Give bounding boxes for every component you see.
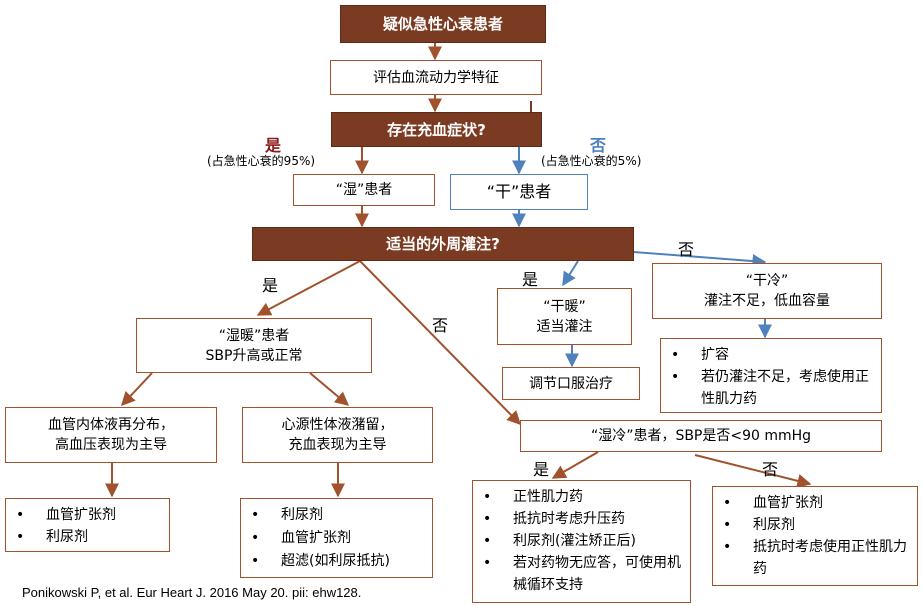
dry-warm-line2: 适当灌注: [536, 318, 593, 335]
wet-cold-text: “湿冷”患者，SBP是否<90 mmHg: [590, 428, 812, 444]
arrow-warm-wet-to-vascular: [121, 372, 153, 407]
warm-wet-line1: “湿暖”患者: [218, 327, 290, 344]
wet-cold-no-label: 否: [762, 460, 779, 479]
adjust-oral-text: 调节口服治疗: [529, 375, 613, 392]
dry-patient-box: “干”患者: [450, 174, 588, 210]
cardiac-retention-box: 心源性体液潴留， 充血表现为主导: [242, 407, 433, 463]
dry-cold-box: “干冷” 灌注不足，低血容量: [652, 263, 882, 319]
arrow-wet-cold-to-low-tx: [551, 451, 599, 479]
congestion-yes-label: 是: [265, 136, 282, 155]
assess-hemodynamics-text: 评估血流动力学特征: [373, 69, 499, 86]
perfusion-no-middle-label: 否: [432, 316, 449, 335]
arrow-perfusion-to-dry-cold: [633, 251, 767, 269]
dry-warm-line1: “干暖”: [543, 298, 586, 315]
suspected-ahf-box: 疑似急性心衰患者: [340, 5, 546, 43]
congestion-no-label: 否: [590, 136, 607, 155]
wet-cold-high-treatment-list: 血管扩张剂 利尿剂 抵抗时考虑使用正性肌力药: [712, 486, 918, 586]
dry-patient-text: “干”患者: [486, 182, 552, 201]
wet-cold-low-treatment-list: 正性肌力药 抵抗时考虑升压药 利尿剂(灌注矫正后) 若对药物无应答，可使用机械循…: [472, 480, 691, 603]
suspected-ahf-text: 疑似急性心衰患者: [382, 15, 503, 33]
list-item: 正性肌力药: [483, 486, 684, 508]
wet-cold-yes-label: 是: [533, 460, 550, 479]
list-item: 超滤(如利尿抵抗): [251, 550, 426, 573]
assess-hemodynamics-box: 评估血流动力学特征: [330, 60, 542, 95]
warm-wet-box: “湿暖”患者 SBP升高或正常: [136, 318, 372, 373]
list-item: 利尿剂: [16, 526, 163, 548]
arrow-perfusion-to-dry-warm: [562, 260, 579, 287]
dry-warm-box: “干暖” 适当灌注: [497, 288, 632, 345]
congestion-yes-percent: (占急性心衰的95%): [207, 154, 316, 168]
list-item: 抵抗时考虑升压药: [483, 508, 684, 530]
list-item: 利尿剂(灌注矫正后): [483, 530, 684, 552]
vascular-redistribution-box: 血管内体液再分布， 高血压表现为主导: [5, 407, 217, 463]
perfusion-question-box: 适当的外周灌注?: [252, 227, 634, 261]
list-item: 利尿剂: [723, 514, 911, 536]
perfusion-question-text: 适当的外周灌注?: [386, 235, 500, 253]
list-item: 利尿剂: [251, 504, 426, 527]
list-item: 抵抗时考虑使用正性肌力药: [723, 536, 911, 580]
reference-citation: Ponikowski P, et al. Eur Heart J. 2016 M…: [22, 585, 362, 600]
vascular-treatment-list: 血管扩张剂 利尿剂: [5, 498, 170, 552]
arrow-perfusion-to-wet-cold: [359, 260, 521, 425]
congestion-no-percent: (占急性心衰的5%): [541, 154, 642, 168]
perfusion-no-right-label: 否: [678, 240, 695, 259]
dry-cold-treatment-list: 扩容 若仍灌注不足，考虑使用正性肌力药: [660, 338, 882, 413]
wet-patient-box: “湿”患者: [293, 174, 435, 206]
arrow-wet-cold-to-high-tx: [694, 454, 812, 488]
list-item: 血管扩张剂: [251, 527, 426, 550]
arrow-warm-wet-to-cardiac: [309, 372, 350, 406]
list-item: 血管扩张剂: [723, 492, 911, 514]
list-item: 若仍灌注不足，考虑使用正性肌力药: [671, 366, 875, 410]
dry-cold-line2: 灌注不足，低血容量: [704, 293, 830, 309]
perfusion-yes-left-label: 是: [262, 276, 279, 295]
cardiac-line1: 心源性体液潴留，: [281, 417, 394, 433]
cardiac-line2: 充血表现为主导: [288, 437, 387, 453]
cardiac-treatment-list: 利尿剂 血管扩张剂 超滤(如利尿抵抗): [240, 498, 433, 578]
warm-wet-line2: SBP升高或正常: [205, 347, 303, 364]
dry-cold-line1: “干冷”: [745, 273, 789, 289]
congestion-question-text: 存在充血症状?: [387, 120, 486, 139]
list-item: 若对药物无应答，可使用机械循环支持: [483, 552, 684, 596]
perfusion-yes-right-label: 是: [522, 270, 539, 289]
arrow-perfusion-to-warm-wet: [256, 260, 361, 316]
wet-cold-box: “湿冷”患者，SBP是否<90 mmHg: [520, 420, 882, 452]
adjust-oral-box: 调节口服治疗: [502, 367, 640, 400]
vascular-line1: 血管内体液再分布，: [48, 417, 174, 433]
list-item: 血管扩张剂: [16, 504, 163, 526]
vascular-line2: 高血压表现为主导: [55, 437, 167, 453]
list-item: 扩容: [671, 344, 875, 366]
wet-patient-text: “湿”患者: [335, 182, 393, 198]
congestion-question-box: 存在充血症状?: [331, 112, 542, 147]
